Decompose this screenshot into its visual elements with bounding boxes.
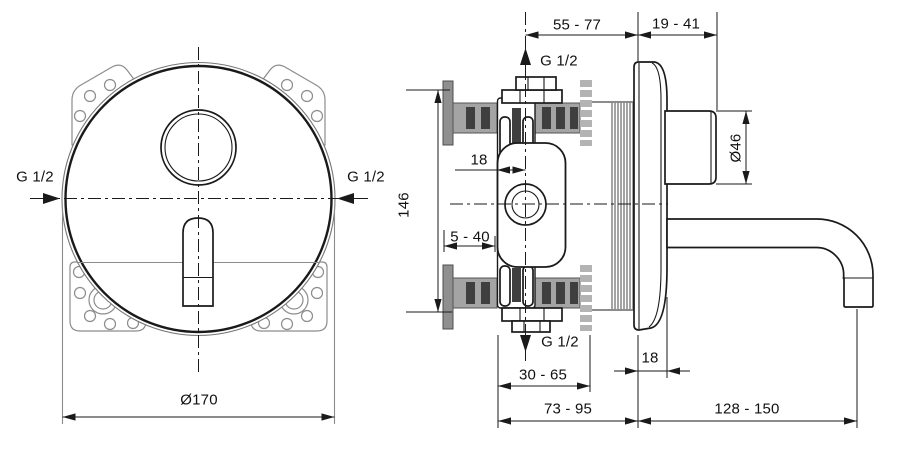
dim-label-spout-reach: 128 - 150 xyxy=(714,400,780,418)
dim-label-wall-range: 5 - 40 xyxy=(450,228,490,246)
dim-label-height: 146 xyxy=(395,192,413,218)
dim-label-knob-projection: 19 - 41 xyxy=(651,15,701,33)
dim-label-axis-offset: 18 xyxy=(470,151,488,169)
front-center-lines xyxy=(40,47,357,372)
knob-side xyxy=(664,110,717,185)
side-inlet-arrows xyxy=(520,48,531,352)
dim-plate-diameter xyxy=(61,208,336,424)
union-nut-top xyxy=(501,76,563,104)
dim-body-depth-73-95 xyxy=(498,417,638,425)
wall-plate-side xyxy=(633,61,668,331)
dim-knob-projection-19-41 xyxy=(638,12,718,110)
front-view-linework xyxy=(30,47,368,424)
dim-depth-55-77 xyxy=(525,12,639,62)
bottom-inlet-assembly xyxy=(442,264,592,331)
dim-label-plate-diameter: Ø170 xyxy=(180,391,218,409)
union-nut-bottom xyxy=(501,307,563,333)
front-inlet-arrows xyxy=(30,193,368,204)
dim-knob-diameter-46 xyxy=(716,110,752,185)
mixer-body xyxy=(496,142,567,268)
side-inlet-top-label: G 1/2 xyxy=(540,52,578,70)
dim-depth-30-65 xyxy=(497,335,591,428)
side-view-linework xyxy=(406,12,874,428)
top-inlet-assembly xyxy=(442,80,592,146)
dim-label-plate-depth: 18 xyxy=(641,349,659,367)
spout-side xyxy=(666,218,874,308)
dim-label-depth-top: 55 - 77 xyxy=(552,16,602,34)
front-inlet-left-label: G 1/2 xyxy=(16,168,54,186)
dim-label-body-depth: 73 - 95 xyxy=(543,400,593,418)
dim-plate-depth-18 xyxy=(614,297,690,428)
threaded-sleeve xyxy=(592,101,634,311)
dim-spout-reach-128-150 xyxy=(638,309,858,428)
dim-axis-offset-18 xyxy=(455,166,526,174)
side-inlet-bottom-label: G 1/2 xyxy=(541,333,579,351)
dim-height-146 xyxy=(406,89,452,313)
dim-label-knob-diameter: Ø46 xyxy=(727,133,745,163)
front-inlet-right-label: G 1/2 xyxy=(347,168,385,186)
dim-wall-range-5-40 xyxy=(443,230,496,252)
dim-label-depth-bottom: 30 - 65 xyxy=(518,366,568,384)
